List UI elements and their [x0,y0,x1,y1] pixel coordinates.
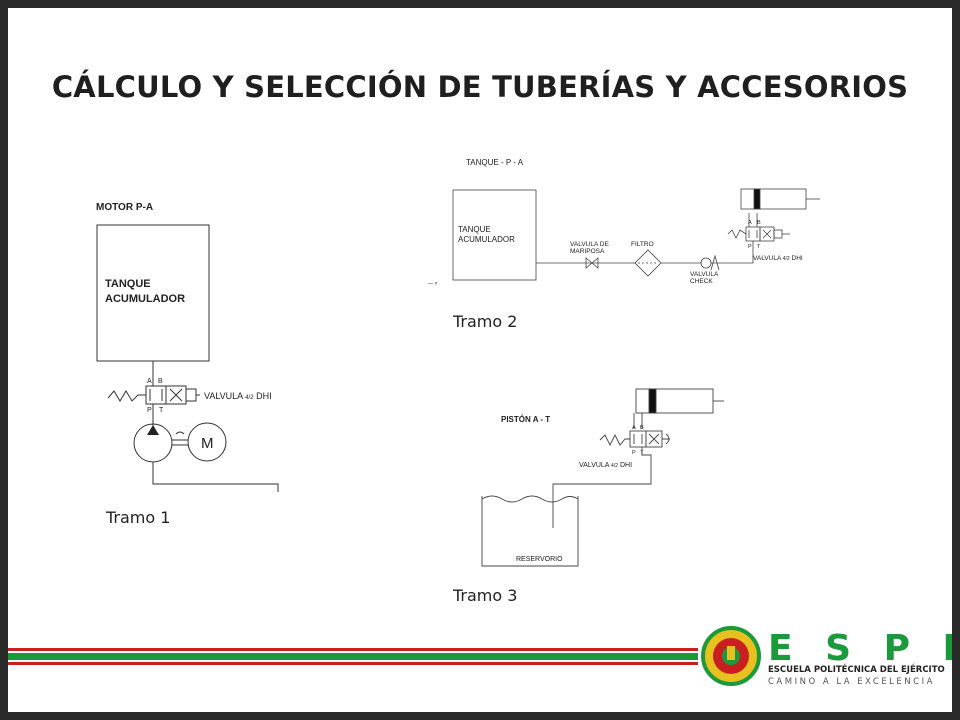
slide-title: CÁLCULO Y SELECCIÓN DE TUBERÍAS Y ACCESO… [51,70,909,104]
tramo-3-port-b: B [640,425,644,431]
tramo-2-port-a: A [748,220,752,226]
tramo-3-reservoir [481,495,579,567]
espe-logo-line-1: ESCUELA POLITÉCNICA DEL EJÉRCITO [768,663,945,675]
slide: CÁLCULO Y SELECCIÓN DE TUBERÍAS Y ACCESO… [8,8,952,712]
tramo-1-port-t: T [159,407,164,414]
tramo-1-motor [187,422,227,462]
tramo-2-valve-label: VALVULA 4/2 DHI [753,255,803,262]
tramo-1-tank-label-2: ACUMULADOR [105,293,185,305]
tramo-1-port-a: A [147,378,152,385]
tramo-2-tank-label-1: TANQUE [458,225,491,234]
tramo-2-check-valve [700,257,712,269]
tramo-3-cylinder [635,388,724,414]
tramo-2-butterfly-valve [585,257,599,269]
tramo-2-port-b: B [757,220,761,226]
tramo-1-diagram: MOTOR P-A TANQUE ACUMULADOR A B P T [96,202,279,492]
tramo-1-pump-arrow-icon [147,425,159,435]
tramo-3-directional-valve [599,430,670,448]
tramo-2-cylinder [740,188,820,210]
tramo-3-header: PISTÓN A - T [501,415,550,424]
tramo-2-directional-valve [727,226,790,242]
tramo-2-tank [452,189,537,281]
hydraulic-diagrams: MOTOR P-A TANQUE ACUMULADOR A B P T [8,158,952,687]
tramo-1-port-p: P [147,407,152,414]
espe-seal-icon [701,626,761,686]
tramo-1-valve-label: VALVULA 4/2 DHI [204,391,272,401]
tramo-2-tick-mark: — × [428,281,437,287]
tramo-2-check-label-1: VALVULA [690,271,719,278]
tramo-1-caption: Tramo 1 [106,508,171,527]
tramo-2-diagram: TANQUE - P - A TANQUE ACUMULADOR VALVULA… [452,158,820,285]
tramo-2-butterfly-label-2: MARIPOSA [570,248,605,255]
tramo-1-tank-label-1: TANQUE [105,278,151,290]
tramo-2-port-t: T [757,244,761,250]
tramo-3-diagram: PISTÓN A - T A B P T [481,388,724,567]
espe-logo-line-2: CAMINO A LA EXCELENCIA [768,677,935,687]
tramo-1-directional-valve [107,385,200,405]
tramo-2-caption: Tramo 2 [453,312,518,331]
espe-logo-letters: E S P E [768,628,952,669]
tramo-1-motor-label: M [201,435,214,452]
tramo-3-caption: Tramo 3 [453,586,518,605]
tramo-3-reservoir-label: RESERVORIO [516,556,563,563]
tramo-2-check-label-2: CHECK [690,278,713,285]
tramo-3-port-a: A [632,425,636,431]
tramo-3-valve-label: VALVULA 4/2 DHI [579,462,632,469]
tramo-3-port-p: P [632,450,636,456]
footer-logo-band: E S P E ESCUELA POLITÉCNICA DEL EJÉRCITO… [8,626,952,687]
tramo-2-filter-label: FILTRO [631,241,654,248]
tramo-2-port-p: P [748,244,752,250]
tramo-1-port-b: B [158,378,163,385]
tramo-1-header: MOTOR P-A [96,202,153,213]
tramo-2-header: TANQUE - P - A [466,158,524,167]
tramo-2-tank-label-2: ACUMULADOR [458,235,515,244]
tramo-2-butterfly-label-1: VALVULA DE [570,241,609,248]
